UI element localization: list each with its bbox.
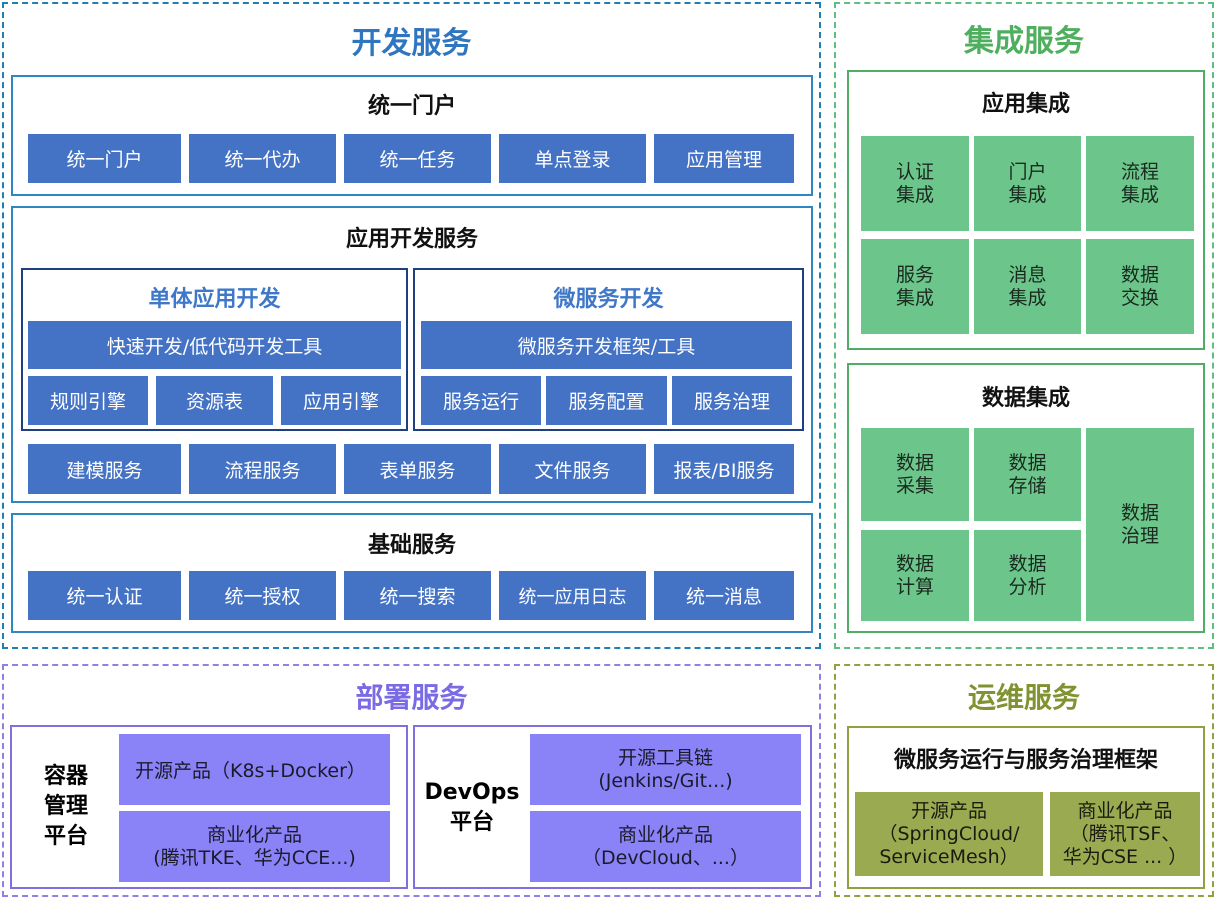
data-compute-tile[interactable]: 数据 计算 xyxy=(861,530,969,621)
dev-services-title: 开发服务 xyxy=(351,26,472,61)
dev-services-region xyxy=(2,2,821,649)
message-integration-tile[interactable]: 消息 集成 xyxy=(974,239,1081,334)
rule-engine-button[interactable]: 规则引擎 xyxy=(28,376,148,425)
micro-dev-title: 微服务开发 xyxy=(553,287,664,312)
low-code-tool-button[interactable]: 快速开发/低代码开发工具 xyxy=(28,321,401,369)
ops-services-region xyxy=(834,664,1214,897)
service-runtime-button[interactable]: 服务运行 xyxy=(421,376,541,425)
base-services-title: 基础服务 xyxy=(367,533,456,558)
mono-dev-title: 单体应用开发 xyxy=(148,287,281,312)
container-commercial-tile[interactable]: 商业化产品 (腾讯TKE、华为CCE...) xyxy=(119,811,390,882)
portal-item-app-management[interactable]: 应用管理 xyxy=(654,134,794,183)
container-open-source-tile[interactable]: 开源产品（K8s+Docker） xyxy=(119,734,390,805)
data-storage-tile[interactable]: 数据 存储 xyxy=(974,428,1081,521)
resource-table-button[interactable]: 资源表 xyxy=(156,376,273,425)
portal-item-unified-portal[interactable]: 统一门户 xyxy=(28,134,181,183)
devops-commercial-tile[interactable]: 商业化产品 （DevCloud、...） xyxy=(530,811,801,882)
form-service-button[interactable]: 表单服务 xyxy=(344,444,491,494)
unified-auth-button[interactable]: 统一认证 xyxy=(28,571,181,620)
data-analysis-tile[interactable]: 数据 分析 xyxy=(974,530,1081,621)
app-dev-title: 应用开发服务 xyxy=(345,227,478,252)
portal-item-unified-todo[interactable]: 统一代办 xyxy=(189,134,336,183)
auth-integration-tile[interactable]: 认证 集成 xyxy=(861,136,969,231)
portal-item-sso[interactable]: 单点登录 xyxy=(499,134,646,183)
data-collection-tile[interactable]: 数据 采集 xyxy=(861,428,969,521)
data-integration-title: 数据集成 xyxy=(981,386,1070,411)
integration-services-title: 集成服务 xyxy=(964,24,1084,59)
ops-services-title: 运维服务 xyxy=(967,681,1080,714)
unified-search-button[interactable]: 统一搜索 xyxy=(344,571,491,620)
deploy-services-region xyxy=(2,664,821,897)
container-platform-title: 容器 管理 平台 xyxy=(43,764,88,849)
ops-open-source-tile[interactable]: 开源产品 （SpringCloud/ ServiceMesh） xyxy=(855,792,1043,876)
workflow-service-button[interactable]: 流程服务 xyxy=(189,444,336,494)
microservice-framework-button[interactable]: 微服务开发框架/工具 xyxy=(421,321,792,369)
unified-message-button[interactable]: 统一消息 xyxy=(654,571,794,620)
file-service-button[interactable]: 文件服务 xyxy=(499,444,646,494)
unified-authorization-button[interactable]: 统一授权 xyxy=(189,571,336,620)
devops-platform-title: DevOps 平台 xyxy=(424,780,520,835)
portal-integration-tile[interactable]: 门户 集成 xyxy=(974,136,1081,231)
data-exchange-tile[interactable]: 数据 交换 xyxy=(1086,239,1194,334)
portal-item-unified-task[interactable]: 统一任务 xyxy=(344,134,491,183)
unified-app-log-button[interactable]: 统一应用日志 xyxy=(499,571,646,620)
ops-commercial-tile[interactable]: 商业化产品 （腾讯TSF、 华为CSE ... ） xyxy=(1050,792,1200,876)
app-engine-button[interactable]: 应用引擎 xyxy=(281,376,401,425)
modeling-service-button[interactable]: 建模服务 xyxy=(28,444,181,494)
service-integration-tile[interactable]: 服务 集成 xyxy=(861,239,969,334)
workflow-integration-tile[interactable]: 流程 集成 xyxy=(1086,136,1194,231)
ops-framework-title: 微服务运行与服务治理框架 xyxy=(893,748,1158,773)
app-integration-title: 应用集成 xyxy=(981,92,1070,117)
data-governance-tile[interactable]: 数据 治理 xyxy=(1086,428,1194,621)
devops-open-source-tile[interactable]: 开源工具链 (Jenkins/Git...) xyxy=(530,734,801,805)
deploy-services-title: 部署服务 xyxy=(355,681,468,714)
service-governance-button[interactable]: 服务治理 xyxy=(672,376,792,425)
service-config-button[interactable]: 服务配置 xyxy=(546,376,667,425)
portal-title: 统一门户 xyxy=(367,94,456,119)
report-bi-service-button[interactable]: 报表/BI服务 xyxy=(654,444,794,494)
integration-services-region xyxy=(834,2,1214,649)
